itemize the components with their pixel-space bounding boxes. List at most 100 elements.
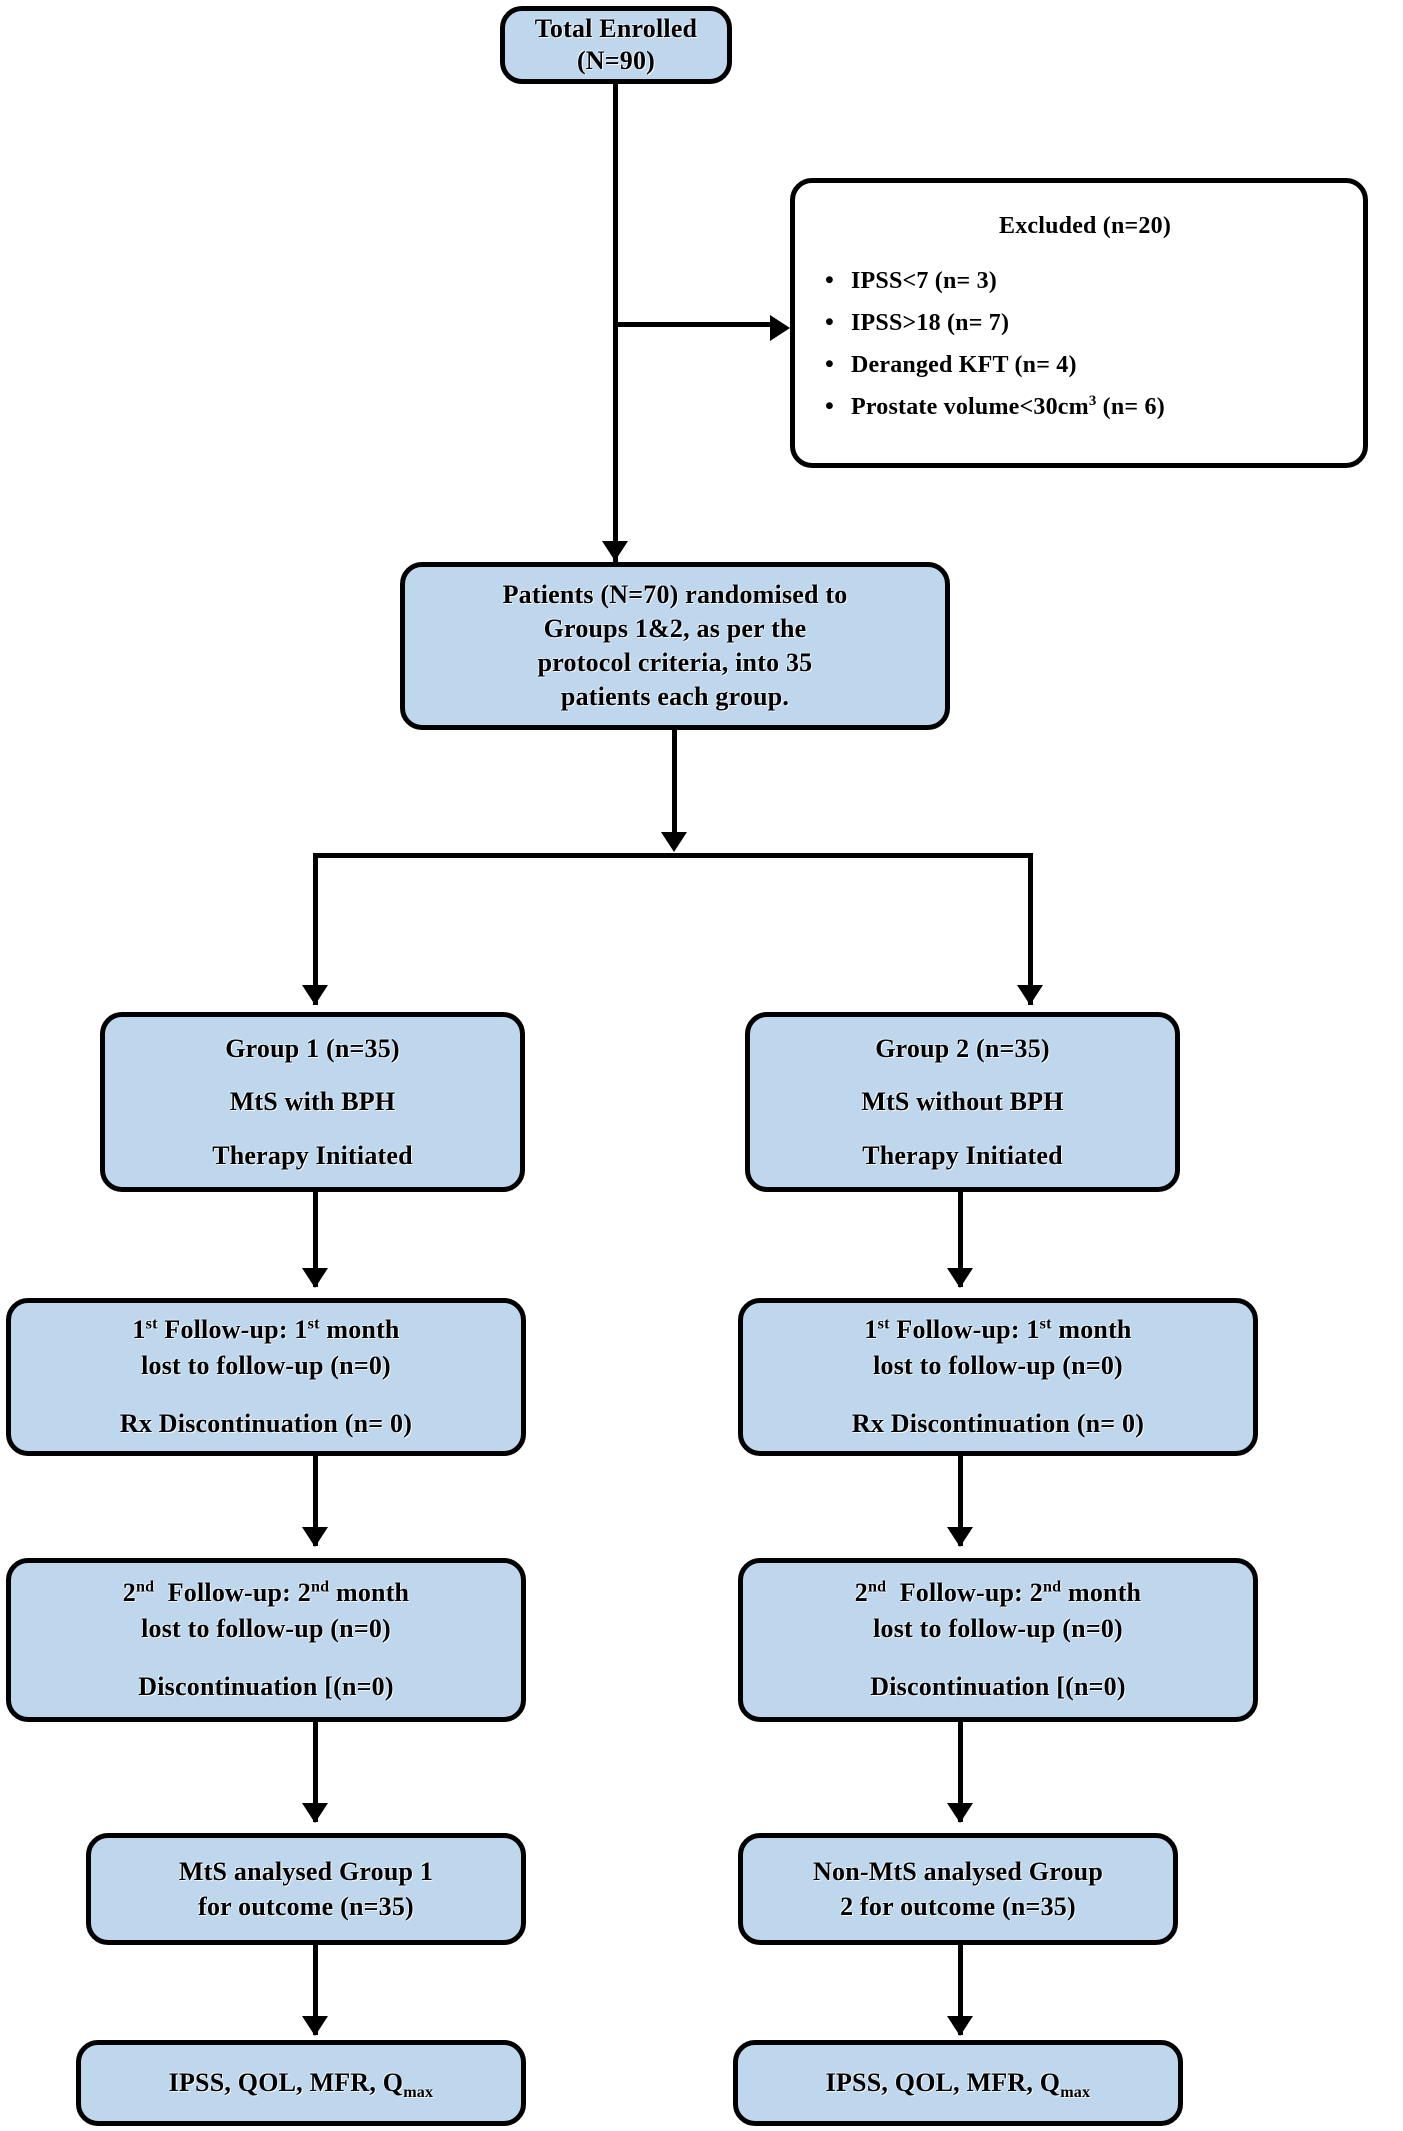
- connector-group-2-to-followup-1: [958, 1192, 963, 1287]
- analysed-group-2-line-2: 2 for outcome (n=35): [840, 1892, 1076, 1921]
- followup-1-group-2-line-3: Rx Discontinuation (n= 0): [851, 1408, 1145, 1438]
- analysed-group-1-line-1: MtS analysed Group 1: [178, 1856, 434, 1886]
- followup-1-group-2-line-1: 1st Follow-up: 1st month: [864, 1314, 1131, 1346]
- arrow-into-analysed-group-2: [947, 1803, 973, 1823]
- excluded-item-prostate-volume-count: (n= 6): [1096, 393, 1165, 420]
- node-outcomes-group-1: IPSS, QOL, MFR, Qmax: [76, 2040, 526, 2126]
- connector-randomised-down: [672, 730, 677, 838]
- followup-2-group-1-mid: Follow-up: 2: [154, 1578, 311, 1608]
- node-followup-1-group-1: 1st Follow-up: 1st month lost to follow-…: [6, 1298, 526, 1456]
- followup-1-group-1-sup-2: st: [307, 1315, 320, 1333]
- total-enrolled-line-2: (N=90): [576, 46, 656, 75]
- excluded-item-ipss-low: IPSS<7 (n= 3): [821, 266, 1349, 296]
- node-followup-1-group-2: 1st Follow-up: 1st month lost to follow-…: [738, 1298, 1258, 1456]
- followup-1-group-2-line-2: lost to follow-up (n=0): [873, 1351, 1123, 1381]
- node-randomised: Patients (N=70) randomised to Groups 1&2…: [400, 562, 950, 730]
- followup-1-group-1-post: month: [319, 1315, 400, 1345]
- randomised-line-1: Patients (N=70) randomised to: [502, 580, 848, 610]
- arrow-into-followup-2-group-1: [302, 1527, 328, 1547]
- followup-2-group-1-post: month: [329, 1578, 410, 1608]
- excluded-item-prostate-volume: Prostate volume<30cm3 (n= 6): [821, 392, 1349, 422]
- group-2-line-1: Group 2 (n=35): [875, 1034, 1050, 1064]
- node-excluded: Excluded (n=20) IPSS<7 (n= 3) IPSS>18 (n…: [790, 178, 1368, 468]
- node-analysed-group-2: Non-MtS analysed Group 2 for outcome (n=…: [738, 1833, 1178, 1945]
- group-1-line-2: MtS with BPH: [229, 1087, 396, 1117]
- arrow-into-group-2: [1017, 985, 1043, 1005]
- arrow-into-outcomes-group-2: [947, 2016, 973, 2036]
- followup-2-group-1-line-3: Discontinuation [(n=0): [138, 1671, 394, 1701]
- followup-2-group-1-sup-1: nd: [135, 1578, 155, 1596]
- connector-analysed-to-outcomes-group-2: [958, 1945, 963, 2035]
- followup-2-group-2-sup-2: nd: [1042, 1578, 1062, 1596]
- group-1-line-1: Group 1 (n=35): [225, 1034, 400, 1064]
- outcomes-group-2-subscript: max: [1060, 2084, 1091, 2102]
- total-enrolled-line-1: Total Enrolled: [534, 14, 698, 44]
- analysed-group-2-line-1: Non-MtS analysed Group: [813, 1856, 1103, 1886]
- outcomes-group-1-label: IPSS, QOL, MFR, Q: [168, 2068, 404, 2097]
- connector-followup-1-to-2-group-1: [313, 1456, 318, 1546]
- followup-1-group-1-ordinal-1: 1: [132, 1315, 146, 1345]
- connector-split-to-group-2: [1028, 853, 1033, 1005]
- randomised-line-3: protocol criteria, into 35: [537, 648, 813, 677]
- followup-2-group-2-post: month: [1061, 1578, 1142, 1608]
- connector-to-excluded: [613, 322, 773, 327]
- followup-1-group-2-sup-2: st: [1039, 1315, 1052, 1333]
- node-total-enrolled: Total Enrolled (N=90): [500, 6, 732, 84]
- arrow-into-outcomes-group-1: [302, 2016, 328, 2036]
- followup-2-group-1-ordinal-1: 2: [122, 1578, 136, 1608]
- connector-split-to-group-1: [313, 853, 318, 1005]
- group-1-line-3: Therapy Initiated: [212, 1140, 413, 1170]
- arrow-into-randomised: [602, 541, 628, 561]
- randomised-line-2: Groups 1&2, as per the: [543, 614, 807, 644]
- followup-1-group-1-line-1: 1st Follow-up: 1st month: [132, 1314, 399, 1346]
- excluded-item-ipss-high: IPSS>18 (n= 7): [821, 308, 1349, 338]
- excluded-item-deranged-kft: Deranged KFT (n= 4): [821, 350, 1349, 380]
- followup-2-group-2-line-2: lost to follow-up (n=0): [873, 1614, 1123, 1644]
- connector-followup-2-to-analysed-group-1: [313, 1722, 318, 1822]
- followup-2-group-1-line-2: lost to follow-up (n=0): [141, 1614, 391, 1644]
- arrow-into-split-bar: [661, 832, 687, 852]
- arrow-into-followup-1-group-1: [302, 1268, 328, 1288]
- randomised-line-4: patients each group.: [560, 681, 790, 711]
- arrow-into-group-1: [302, 985, 328, 1005]
- node-outcomes-group-2: IPSS, QOL, MFR, Qmax: [733, 2040, 1183, 2126]
- followup-2-group-2-mid: Follow-up: 2: [886, 1578, 1043, 1608]
- node-group-2: Group 2 (n=35) MtS without BPH Therapy I…: [745, 1012, 1180, 1192]
- followup-1-group-1-line-2: lost to follow-up (n=0): [141, 1351, 391, 1381]
- group-2-line-2: MtS without BPH: [861, 1087, 1064, 1117]
- node-group-1: Group 1 (n=35) MtS with BPH Therapy Init…: [100, 1012, 525, 1192]
- outcomes-group-2-label: IPSS, QOL, MFR, Q: [825, 2068, 1061, 2097]
- connector-group-1-to-followup-1: [313, 1192, 318, 1287]
- followup-1-group-1-sup-1: st: [145, 1315, 158, 1333]
- followup-1-group-1-line-3: Rx Discontinuation (n= 0): [119, 1408, 413, 1438]
- outcomes-group-1-subscript: max: [403, 2084, 434, 2102]
- excluded-item-prostate-volume-superscript: 3: [1088, 392, 1097, 409]
- connector-analysed-to-outcomes-group-1: [313, 1945, 318, 2035]
- followup-1-group-2-mid: Follow-up: 1: [889, 1315, 1040, 1345]
- split-bar: [313, 853, 1033, 858]
- followup-1-group-1-mid: Follow-up: 1: [157, 1315, 308, 1345]
- followup-2-group-1-sup-2: nd: [310, 1578, 330, 1596]
- followup-2-group-1-line-1: 2nd Follow-up: 2nd month: [123, 1577, 409, 1609]
- arrow-into-followup-1-group-2: [947, 1268, 973, 1288]
- node-followup-2-group-1: 2nd Follow-up: 2nd month lost to follow-…: [6, 1558, 526, 1722]
- connector-followup-2-to-analysed-group-2: [958, 1722, 963, 1822]
- outcomes-group-2-text: IPSS, QOL, MFR, Qmax: [825, 2068, 1091, 2102]
- arrow-into-excluded: [770, 315, 790, 341]
- node-analysed-group-1: MtS analysed Group 1 for outcome (n=35): [86, 1833, 526, 1945]
- followup-2-group-2-line-3: Discontinuation [(n=0): [870, 1671, 1126, 1701]
- node-followup-2-group-2: 2nd Follow-up: 2nd month lost to follow-…: [738, 1558, 1258, 1722]
- excluded-item-prostate-volume-text: Prostate volume<30cm: [851, 393, 1089, 420]
- arrow-into-followup-2-group-2: [947, 1527, 973, 1547]
- outcomes-group-1-text: IPSS, QOL, MFR, Qmax: [168, 2068, 434, 2102]
- excluded-list: IPSS<7 (n= 3) IPSS>18 (n= 7) Deranged KF…: [821, 254, 1349, 434]
- connector-followup-1-to-2-group-2: [958, 1456, 963, 1546]
- arrow-into-analysed-group-1: [302, 1803, 328, 1823]
- excluded-title: Excluded (n=20): [998, 212, 1172, 239]
- followup-1-group-2-post: month: [1051, 1315, 1132, 1345]
- followup-2-group-2-line-1: 2nd Follow-up: 2nd month: [855, 1577, 1141, 1609]
- followup-1-group-2-sup-1: st: [877, 1315, 890, 1333]
- followup-1-group-2-ordinal-1: 1: [864, 1315, 878, 1345]
- followup-2-group-2-ordinal-1: 2: [854, 1578, 868, 1608]
